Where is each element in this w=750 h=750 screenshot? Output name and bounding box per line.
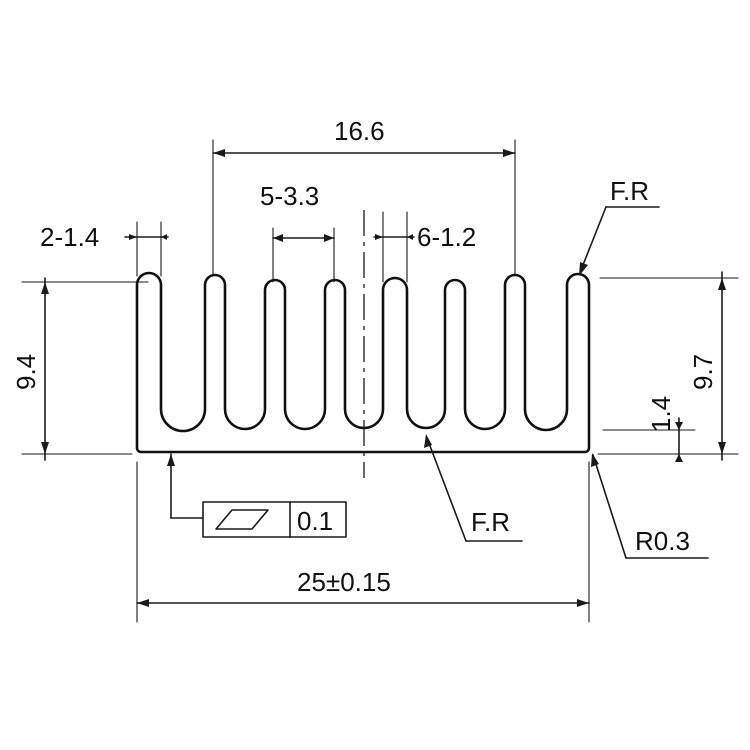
dim-25-label: 25±0.15: [297, 567, 391, 597]
dim-9-4-label: 9.4: [11, 354, 41, 390]
tolerance-frame: [202, 501, 347, 538]
dim-9-7-label: 9.7: [688, 354, 718, 390]
dim-1-4-label: 1.4: [646, 396, 676, 432]
dim-5-3-3-label: 5-3.3: [260, 181, 319, 211]
dim-16-6-label: 16.6: [334, 116, 385, 146]
flatness-symbol-icon: [215, 509, 269, 530]
dim-2-1-4-label: 2-1.4: [40, 222, 99, 252]
corner-radius-label: R0.3: [635, 526, 690, 556]
fillet-top-label: F.R: [610, 176, 649, 206]
dim-6-1-2-label: 6-1.2: [417, 222, 476, 252]
tolerance-value: 0.1: [297, 506, 333, 536]
heatsink-profile: [135, 271, 591, 454]
fillet-bottom-label: F.R: [471, 507, 510, 537]
